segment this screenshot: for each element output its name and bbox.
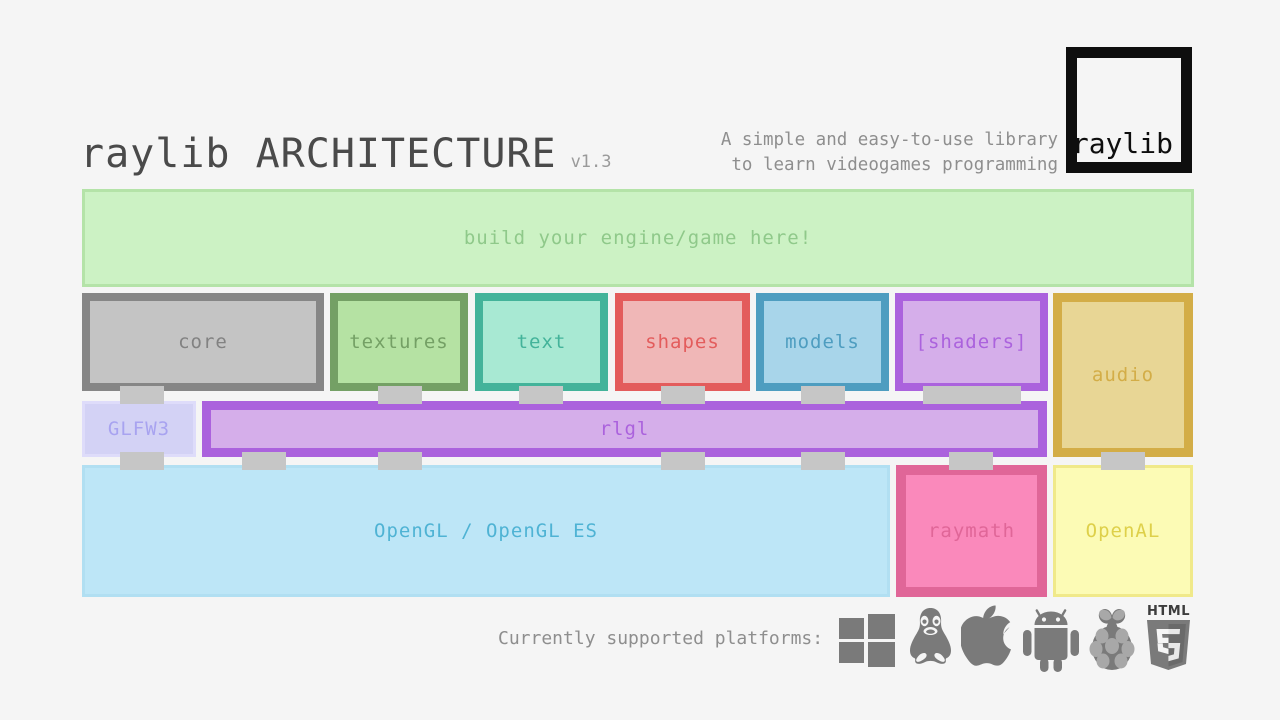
linux-icon <box>910 608 951 664</box>
module-models[interactable]: models <box>756 293 889 391</box>
layer-label: rlgl <box>599 418 650 440</box>
build-your-game-banner: build your engine/game here! <box>82 189 1194 287</box>
connector-tab <box>378 386 422 404</box>
layer-rlgl[interactable]: rlgl <box>202 401 1047 457</box>
module-label: audio <box>1091 364 1155 386</box>
version-label: v1.3 <box>570 152 612 172</box>
module-shaders[interactable]: [shaders] <box>895 293 1048 391</box>
backend-label: OpenAL <box>1085 520 1161 542</box>
connector-tab <box>949 452 993 470</box>
module-shapes[interactable]: shapes <box>615 293 750 391</box>
connector-tab <box>923 386 1021 404</box>
module-label: textures <box>349 331 449 353</box>
windows-icon <box>839 614 895 667</box>
connector-tab <box>801 386 845 404</box>
logo-text: raylib <box>1071 127 1173 160</box>
tagline: A simple and easy-to-use library to lear… <box>721 128 1058 178</box>
module-label: models <box>785 331 860 353</box>
layer-glfw3[interactable]: GLFW3 <box>82 401 196 457</box>
raspberrypi-icon <box>1089 609 1135 670</box>
module-textures[interactable]: textures <box>330 293 468 391</box>
module-label: shapes <box>645 331 720 353</box>
module-text[interactable]: text <box>475 293 608 391</box>
android-icon <box>1023 609 1079 672</box>
apple-icon <box>961 605 1011 666</box>
tagline-line-1: A simple and easy-to-use library <box>720 130 1058 150</box>
backend-openglopengles[interactable]: OpenGL / OpenGL ES <box>82 465 890 597</box>
module-label: core <box>178 331 228 353</box>
module-label: [shaders] <box>915 331 1028 353</box>
connector-tab <box>801 452 845 470</box>
page-title: raylib ARCHITECTURE v1.3 <box>80 131 612 177</box>
connector-tab <box>661 386 705 404</box>
platforms-label: Currently supported platforms: <box>498 628 824 649</box>
connector-tab <box>661 452 705 470</box>
connector-tab <box>120 386 164 404</box>
backend-openal[interactable]: OpenAL <box>1053 465 1193 597</box>
html5-icon: HTML <box>1147 604 1190 670</box>
connector-tab <box>1101 452 1145 470</box>
connector-tab <box>519 386 563 404</box>
title-text: raylib ARCHITECTURE <box>80 131 557 177</box>
connector-tab <box>120 452 164 470</box>
backend-label: raymath <box>927 520 1016 542</box>
backend-raymath[interactable]: raymath <box>896 465 1047 597</box>
raylib-logo: raylib <box>1066 47 1192 173</box>
module-core[interactable]: core <box>82 293 324 391</box>
svg-text:HTML: HTML <box>1147 604 1190 619</box>
tagline-line-2: to learn videogames programming <box>731 155 1058 175</box>
layer-label: GLFW3 <box>107 418 171 440</box>
connector-tab <box>242 452 286 470</box>
module-label: text <box>516 331 567 353</box>
backend-label: OpenGL / OpenGL ES <box>374 520 598 542</box>
module-audio[interactable]: audio <box>1053 293 1193 457</box>
connector-tab <box>378 452 422 470</box>
banner-label: build your engine/game here! <box>463 227 813 249</box>
